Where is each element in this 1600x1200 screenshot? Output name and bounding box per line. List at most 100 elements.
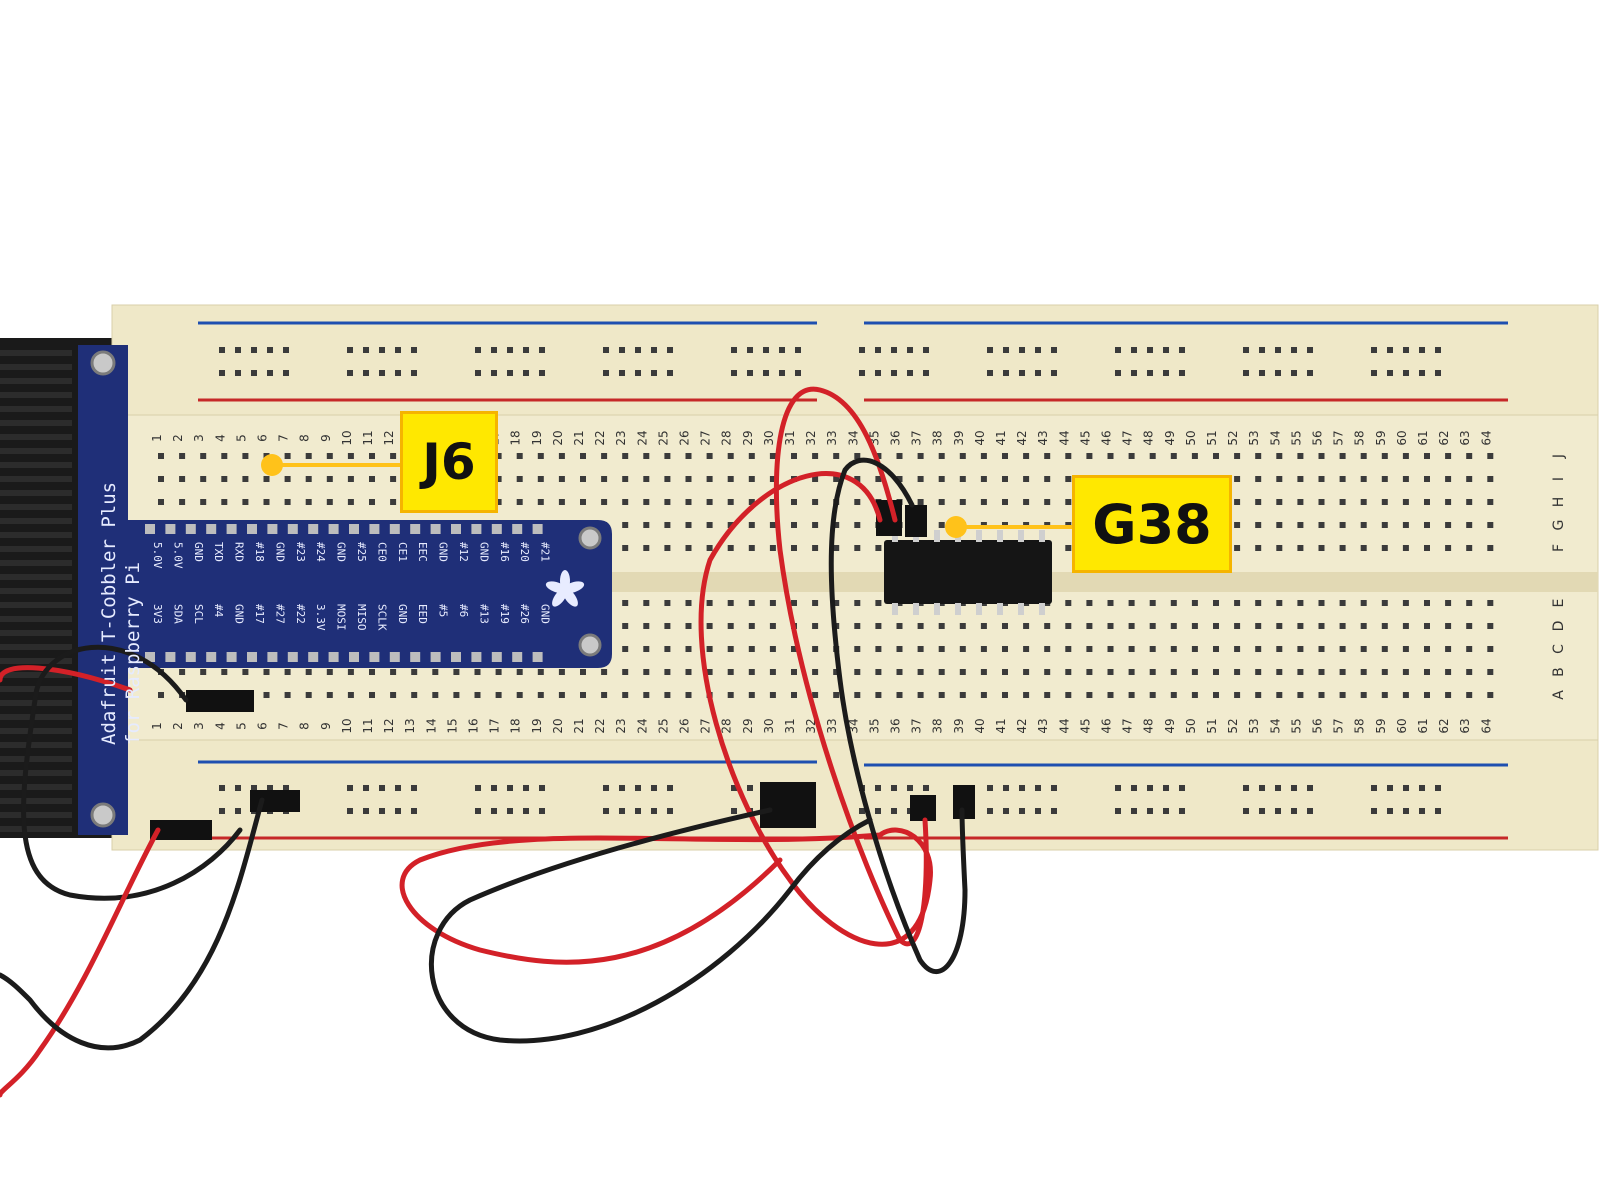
rail-hole bbox=[875, 808, 881, 814]
hole bbox=[1255, 600, 1262, 606]
hole bbox=[516, 499, 523, 505]
column-number: 45 bbox=[1078, 430, 1092, 445]
hole bbox=[1339, 476, 1346, 482]
hole bbox=[369, 499, 375, 505]
hole bbox=[959, 646, 966, 652]
hole bbox=[1381, 545, 1388, 551]
hole bbox=[1297, 669, 1304, 675]
hole bbox=[622, 692, 629, 698]
hole bbox=[1255, 623, 1262, 629]
cobbler-pin bbox=[185, 652, 196, 662]
hole bbox=[1234, 692, 1241, 698]
hole bbox=[390, 499, 397, 505]
rail-hole bbox=[1051, 370, 1057, 376]
rail-hole bbox=[1035, 785, 1041, 791]
cobbler-pin-label: GND bbox=[539, 604, 552, 624]
column-number: 54 bbox=[1268, 718, 1282, 733]
ic-leg bbox=[955, 603, 961, 615]
cobbler-pin bbox=[471, 652, 482, 662]
hole bbox=[432, 669, 439, 675]
hole bbox=[1002, 646, 1008, 652]
hole bbox=[685, 522, 692, 528]
cobbler-pin bbox=[145, 652, 155, 662]
cobbler-pin bbox=[451, 652, 461, 662]
hole bbox=[812, 545, 819, 551]
hole bbox=[537, 453, 544, 459]
cobbler-pin bbox=[512, 652, 523, 662]
hole bbox=[516, 669, 523, 675]
rail-hole bbox=[795, 370, 801, 376]
ribbon-ridge bbox=[0, 546, 72, 552]
column-number: 53 bbox=[1247, 430, 1261, 445]
cobbler-pin bbox=[226, 524, 237, 534]
ribbon-ridge bbox=[0, 434, 72, 440]
column-number: 12 bbox=[382, 718, 396, 733]
rail-hole bbox=[1387, 785, 1393, 791]
hole bbox=[1255, 476, 1262, 482]
hole bbox=[1065, 646, 1072, 652]
column-number: 27 bbox=[699, 430, 713, 445]
hole bbox=[769, 669, 776, 675]
column-number: 5 bbox=[234, 434, 248, 442]
cobbler-pin-label: MISO bbox=[355, 604, 368, 631]
cobbler-pin bbox=[287, 524, 298, 534]
hole bbox=[685, 646, 692, 652]
hole bbox=[959, 669, 966, 675]
column-number: 24 bbox=[635, 430, 649, 445]
hole bbox=[854, 646, 861, 652]
hole bbox=[748, 692, 755, 698]
hole bbox=[812, 600, 819, 606]
hole bbox=[1065, 476, 1072, 482]
hole bbox=[369, 453, 375, 459]
hole bbox=[1424, 692, 1430, 698]
rail-hole bbox=[1419, 808, 1425, 814]
hole bbox=[1318, 476, 1325, 482]
hole bbox=[1424, 545, 1430, 551]
column-number: 44 bbox=[1057, 718, 1071, 733]
row-letter: J bbox=[1551, 454, 1567, 459]
ribbon-ridge bbox=[0, 812, 72, 818]
hole bbox=[833, 476, 840, 482]
cobbler-pin bbox=[349, 524, 359, 534]
column-number: 60 bbox=[1395, 718, 1409, 733]
hole bbox=[580, 453, 586, 459]
row-letter: I bbox=[1551, 477, 1567, 481]
hole bbox=[1424, 522, 1430, 528]
column-number: 29 bbox=[741, 718, 755, 733]
rail-hole bbox=[1163, 347, 1169, 353]
hole bbox=[706, 545, 713, 551]
rail-hole bbox=[987, 808, 993, 814]
column-number: 38 bbox=[931, 430, 945, 445]
column-number: 40 bbox=[973, 430, 987, 445]
hole bbox=[1149, 692, 1156, 698]
rail-hole bbox=[235, 370, 241, 376]
jumper-housing-8 bbox=[905, 505, 927, 537]
column-number: 51 bbox=[1205, 718, 1219, 733]
hole bbox=[1445, 669, 1452, 675]
hole bbox=[1255, 453, 1262, 459]
hole bbox=[833, 692, 840, 698]
hole bbox=[1276, 669, 1283, 675]
rail-hole bbox=[235, 785, 241, 791]
rail-hole bbox=[283, 785, 289, 791]
column-number: 57 bbox=[1332, 718, 1346, 733]
rail-hole bbox=[891, 785, 897, 791]
hole bbox=[1445, 623, 1452, 629]
hole bbox=[980, 646, 987, 652]
hole bbox=[200, 499, 207, 505]
hole bbox=[959, 623, 966, 629]
hole bbox=[1107, 623, 1114, 629]
hole bbox=[1445, 522, 1452, 528]
ribbon-ridge bbox=[0, 714, 72, 720]
column-number: 1 bbox=[150, 434, 164, 442]
hole bbox=[1424, 646, 1430, 652]
hole bbox=[1318, 623, 1325, 629]
hole bbox=[263, 499, 270, 505]
hole bbox=[706, 669, 713, 675]
black-wire-1 bbox=[21, 644, 243, 901]
cobbler-pin bbox=[389, 524, 400, 534]
column-number: 58 bbox=[1353, 718, 1367, 733]
hole bbox=[158, 453, 164, 459]
hole bbox=[1255, 499, 1262, 505]
row-letter: A bbox=[1551, 690, 1567, 700]
